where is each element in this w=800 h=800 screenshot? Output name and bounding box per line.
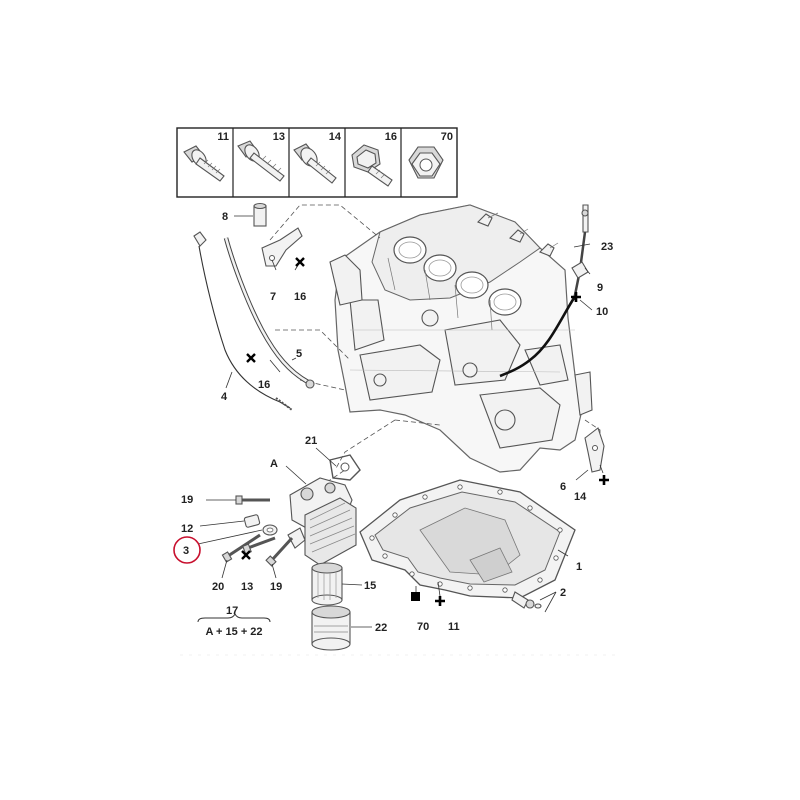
part-10-guide-tube: [499, 297, 576, 378]
callout-14: 14: [574, 491, 587, 503]
callout-11: 11: [448, 621, 460, 633]
part-8-dowel-sleeve: [253, 202, 267, 227]
table-header-70: 70: [441, 131, 453, 143]
part-4-dipstick: [193, 231, 293, 411]
callout-9: 9: [597, 282, 603, 294]
x-mark-icon: [241, 257, 305, 560]
callout-19-lower: 19: [270, 581, 282, 593]
part-20-bolt: [221, 533, 261, 563]
callout-17: 17: [226, 605, 238, 617]
oil-jet-brackets: [477, 212, 559, 257]
callout-labels: 8 7 16 23 9 10 5 16 4 21 A 19 12 3 20 13…: [181, 211, 613, 634]
callout-15: 15: [364, 580, 376, 592]
hex-head-bolt-icon: [351, 144, 393, 187]
callout-1: 1: [576, 561, 582, 573]
highlight-ring-part-3: [173, 536, 201, 564]
callout-70: 70: [417, 621, 429, 633]
kit-formula: A + 15 + 22: [197, 612, 271, 638]
part-5-guide-tube: [223, 237, 315, 389]
cylinder-block: [329, 204, 593, 473]
part-23-dipstick: [572, 204, 589, 301]
washer-bolt-icon: [293, 143, 337, 184]
long-bolt-icon: [237, 140, 285, 182]
part-12-sleeve: [243, 514, 261, 528]
callout-16-mid: 16: [258, 379, 270, 391]
callout-22: 22: [375, 622, 387, 634]
callout-3: 3: [183, 545, 189, 557]
callout-A: A: [270, 458, 278, 470]
flange-bolt-icon: [183, 145, 225, 182]
leader-lines: [197, 215, 604, 628]
callout-10: 10: [596, 306, 608, 318]
table-header-11: 11: [217, 131, 229, 143]
part-22-filter-cap: [311, 605, 351, 651]
part-13-bolt: [242, 536, 276, 555]
fastener-table: 11 13 14 16 70: [176, 127, 458, 198]
callout-5: 5: [296, 348, 302, 360]
square-mark-icon: [411, 592, 420, 601]
callout-20: 20: [212, 581, 224, 593]
part-15-filter-element: [311, 562, 343, 606]
callout-19-upper: 19: [181, 494, 193, 506]
callout-7: 7: [270, 291, 276, 303]
part-7-bracket: [261, 227, 303, 267]
callout-2: 2: [560, 587, 566, 599]
callout-13: 13: [241, 581, 253, 593]
hex-nut-icon: [408, 146, 444, 179]
callout-6: 6: [560, 481, 566, 493]
kit-formula-text: A + 15 + 22: [205, 626, 262, 638]
table-header-14: 14: [329, 131, 342, 143]
callout-12: 12: [181, 523, 193, 535]
plus-mark-icon: [435, 292, 609, 606]
callout-23: 23: [601, 241, 613, 253]
part-2-drain-plug: [511, 591, 542, 609]
part-1-oil-sump: [359, 479, 576, 599]
part-3-seal: [262, 524, 278, 536]
part-6-bracket: [584, 427, 605, 473]
part-19-bolt-lower: [265, 536, 294, 567]
table-header-16: 16: [385, 131, 397, 143]
callout-4: 4: [221, 391, 228, 403]
table-header-13: 13: [273, 131, 285, 143]
part-9-clip: [571, 261, 589, 279]
part-21-gasket: [329, 454, 361, 481]
callout-21: 21: [305, 435, 317, 447]
part-A-filter-housing: [287, 477, 357, 566]
part-19-bolt-upper: [235, 495, 270, 505]
callout-8: 8: [222, 211, 228, 223]
callout-16-top: 16: [294, 291, 306, 303]
